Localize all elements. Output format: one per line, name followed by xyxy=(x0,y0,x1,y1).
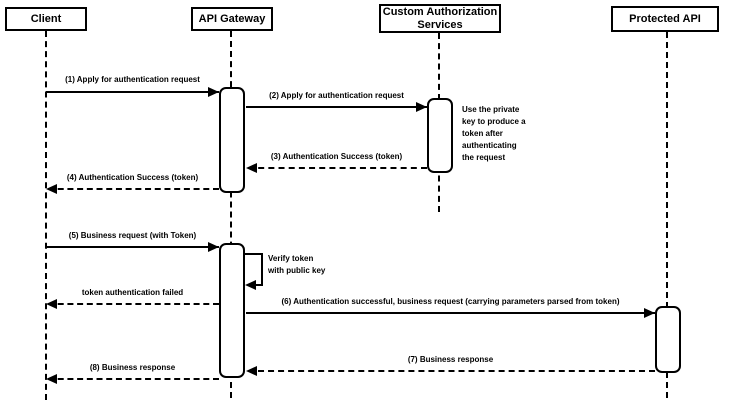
message-8-label: (8) Business response xyxy=(89,363,176,372)
message-7-line xyxy=(248,370,655,372)
participant-api-gateway-label: API Gateway xyxy=(198,12,266,25)
message-5-line xyxy=(46,246,219,248)
arrowhead-left-icon xyxy=(245,280,256,290)
message-5-label: (5) Business request (with Token) xyxy=(68,231,197,240)
arrowhead-right-icon xyxy=(416,102,427,112)
self-message-top-line xyxy=(245,253,263,255)
message-7-label: (7) Business response xyxy=(407,355,494,364)
message-6-line xyxy=(246,312,655,314)
arrowhead-left-icon xyxy=(46,184,57,194)
message-2-line xyxy=(246,106,427,108)
message-token-failed-label: token authentication failed xyxy=(81,288,184,297)
lifeline-api-gateway xyxy=(230,31,232,398)
arrowhead-left-icon xyxy=(246,163,257,173)
message-3-line xyxy=(248,167,427,169)
message-4-label: (4) Authentication Success (token) xyxy=(66,173,199,182)
participant-api-gateway: API Gateway xyxy=(191,7,273,31)
activation-api-gateway-auth xyxy=(219,87,245,193)
participant-protected-api: Protected API xyxy=(611,6,719,32)
arrowhead-left-icon xyxy=(246,366,257,376)
note-private-key: Use the private key to produce a token a… xyxy=(462,105,526,162)
message-1-line xyxy=(46,91,219,93)
message-1-label: (1) Apply for authentication request xyxy=(65,75,200,84)
participant-custom-auth-label: Custom Authorization Services xyxy=(382,5,498,31)
lifeline-client xyxy=(45,31,47,400)
arrowhead-right-icon xyxy=(208,242,219,252)
self-message-bottom-line xyxy=(252,284,263,286)
activation-protected-api xyxy=(655,306,681,373)
activation-api-gateway-business xyxy=(219,243,245,378)
arrowhead-right-icon xyxy=(208,87,219,97)
message-6-label: (6) Authentication successful, business … xyxy=(281,297,620,306)
participant-client-label: Client xyxy=(30,12,62,25)
message-token-failed-line xyxy=(48,303,219,305)
arrowhead-left-icon xyxy=(46,299,57,309)
self-message-right-line xyxy=(261,253,263,286)
message-2-label: (2) Apply for authentication request xyxy=(269,91,404,100)
arrowhead-right-icon xyxy=(644,308,655,318)
participant-custom-auth: Custom Authorization Services xyxy=(379,4,501,33)
participant-client: Client xyxy=(5,7,87,31)
lifeline-protected-api xyxy=(666,32,668,398)
message-8-line xyxy=(48,378,219,380)
message-4-line xyxy=(48,188,219,190)
self-message-label: Verify token with public key xyxy=(268,254,326,275)
activation-custom-auth xyxy=(427,98,453,173)
message-3-label: (3) Authentication Success (token) xyxy=(270,152,403,161)
arrowhead-left-icon xyxy=(46,374,57,384)
participant-protected-api-label: Protected API xyxy=(629,12,701,25)
